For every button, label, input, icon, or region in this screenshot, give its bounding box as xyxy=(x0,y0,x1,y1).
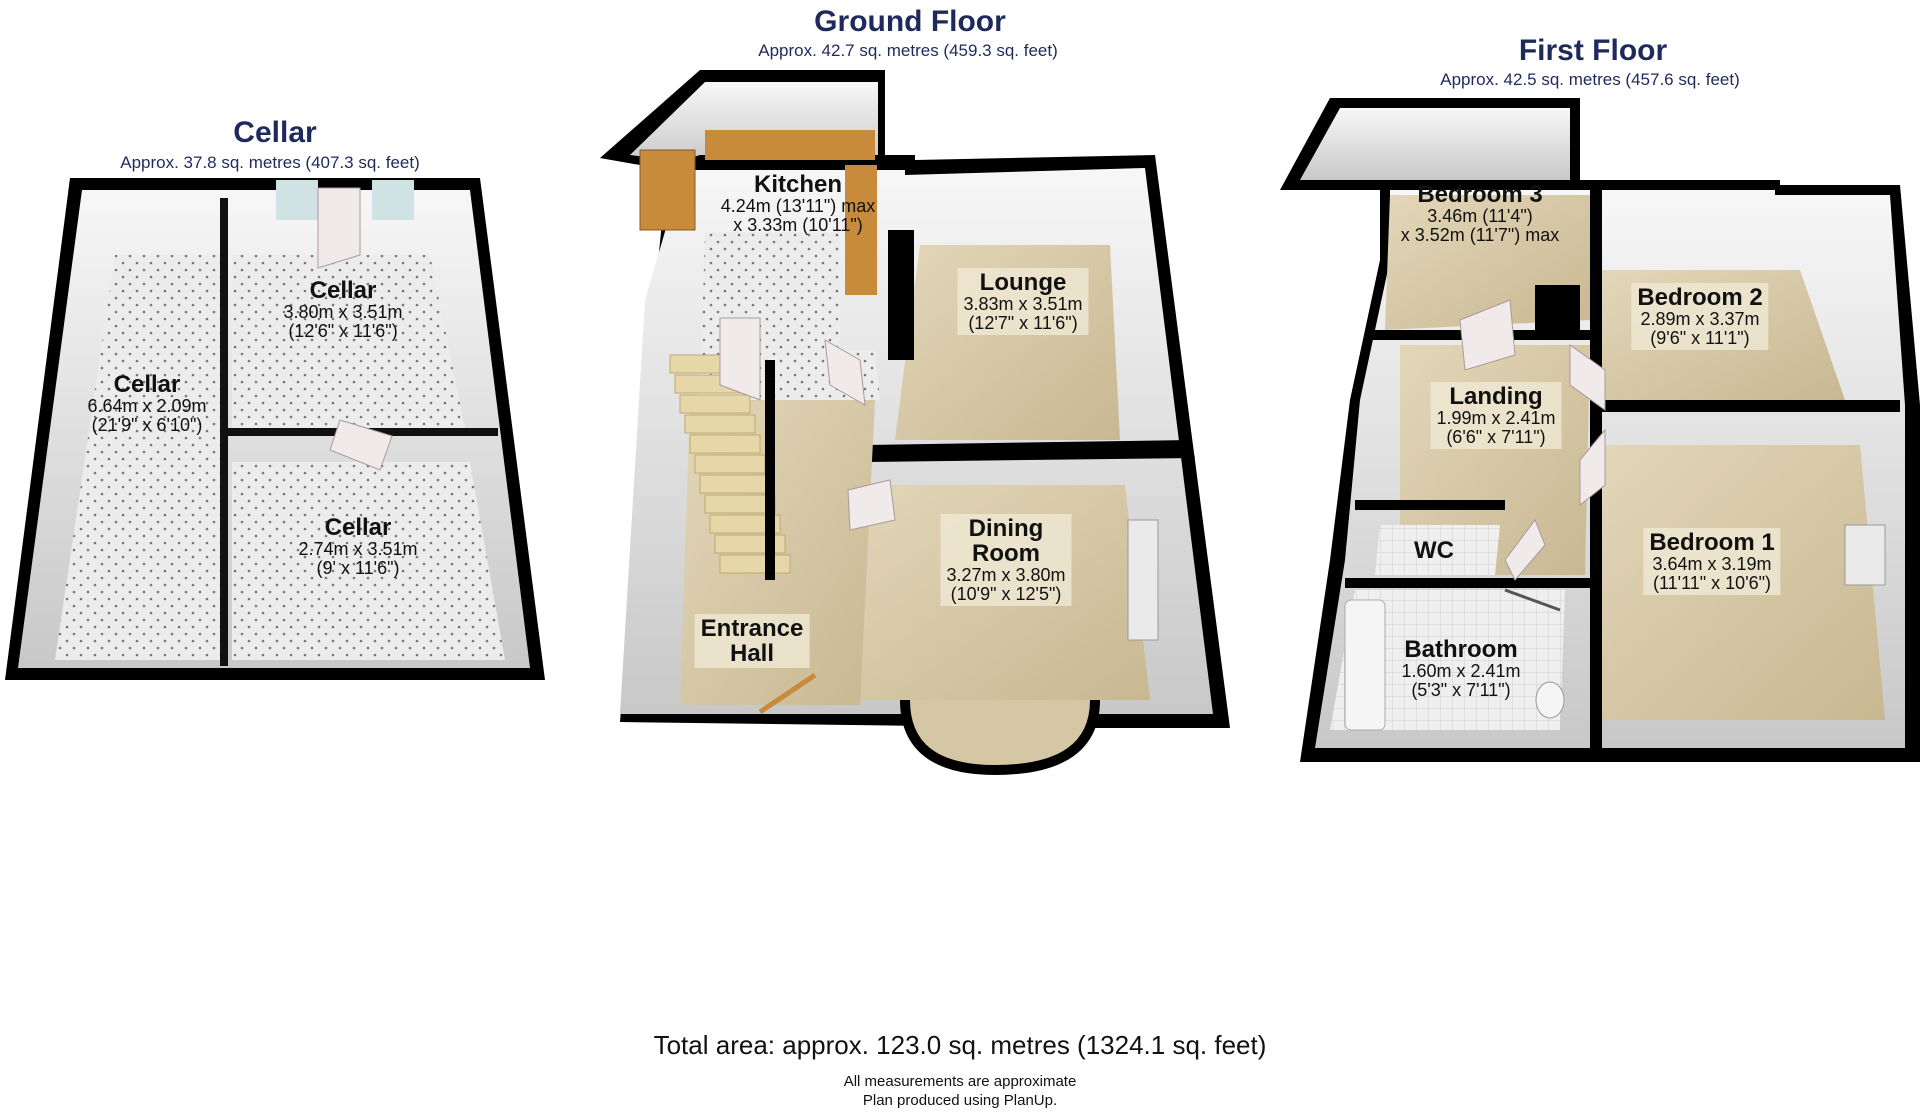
dining-bay-window xyxy=(900,699,1100,776)
cellar-window xyxy=(372,180,414,220)
room-name: Bedroom 3 xyxy=(1417,181,1543,208)
room-name: Bedroom 1 xyxy=(1649,529,1775,556)
room-label-wc: WC xyxy=(1414,538,1454,563)
ground-floor-title: Ground Floor xyxy=(814,5,1006,38)
room-label-entrance-hall: Entrance Hall xyxy=(694,614,810,669)
room-name: Landing xyxy=(1449,383,1543,410)
room-dimensions-imperial: x 3.33m (10'11") xyxy=(733,215,863,236)
room-dimensions-metric: 1.99m x 2.41m xyxy=(1436,408,1556,429)
first-floor-area: Approx. 42.5 sq. metres (457.6 sq. feet) xyxy=(1440,70,1740,89)
dining-chimney xyxy=(1127,519,1159,641)
plan-credit: Plan produced using PlanUp. xyxy=(862,1092,1058,1109)
ground-door xyxy=(847,479,896,531)
room-label-landing: Landing 1.99m x 2.41m (6'6" x 7'11") xyxy=(1430,382,1562,449)
room-label-cellar-a: Cellar 3.80m x 3.51m (12'6" x 11'6") xyxy=(283,278,402,341)
room-dimensions-metric: 3.83m x 3.51m xyxy=(963,294,1083,315)
room-label-lounge: Lounge 3.83m x 3.51m (12'7" x 11'6") xyxy=(957,268,1089,335)
first-partition-wall xyxy=(1345,578,1595,588)
room-dimensions-metric: 2.74m x 3.51m xyxy=(298,539,418,560)
toilet xyxy=(1535,681,1565,719)
first-door xyxy=(1504,518,1546,581)
lounge-chimney xyxy=(888,230,914,360)
room-dimensions-metric: 4.24m (13'11") max xyxy=(720,196,876,217)
room-name: Hall xyxy=(729,640,775,668)
kitchen-worktop xyxy=(705,130,875,160)
first-floor-plan xyxy=(1280,98,1920,762)
first-floor-title: First Floor xyxy=(1518,34,1668,67)
ground-door xyxy=(719,317,761,401)
measurement-disclaimer: All measurements are approximate xyxy=(843,1073,1077,1090)
bathroom-floor xyxy=(1330,590,1565,730)
room-dimensions-metric: 2.89m x 3.37m xyxy=(1640,309,1760,330)
kitchen-worktop xyxy=(845,165,877,295)
first-door xyxy=(1569,344,1606,411)
room-label-bathroom: Bathroom 1.60m x 2.41m (5'3" x 7'11") xyxy=(1401,637,1520,700)
room-dimensions-imperial: (9' x 11'6") xyxy=(316,558,400,579)
cellar-title: Cellar xyxy=(233,116,317,149)
room-dimensions-imperial: (12'7" x 11'6") xyxy=(968,313,1078,334)
room-name: Entrance xyxy=(700,615,804,642)
first-door xyxy=(1459,299,1516,371)
room-label-dining-room: Dining Room 3.27m x 3.80m (10'9" x 12'5"… xyxy=(940,514,1072,607)
room-dimensions-metric: 3.80m x 3.51m xyxy=(283,302,403,323)
room-dimensions-imperial: x 3.52m (11'7") max xyxy=(1400,225,1560,246)
cellar-door xyxy=(329,419,393,471)
cellar-door xyxy=(317,187,361,269)
room-name: Bathroom xyxy=(1404,636,1518,663)
room-name: Cellar xyxy=(324,514,392,541)
room-name: Bedroom 2 xyxy=(1637,284,1763,311)
cellar-partition-wall xyxy=(220,198,228,666)
room-dimensions-imperial: (21'9" x 6'10") xyxy=(91,415,203,436)
hall-stair-wall xyxy=(765,360,775,580)
bathroom-door xyxy=(1504,588,1561,612)
wc-floor xyxy=(1375,525,1500,575)
room-dimensions-imperial: (12'6" x 11'6") xyxy=(288,321,398,342)
room-name: Cellar xyxy=(309,277,377,304)
room-name: Lounge xyxy=(979,269,1067,296)
room-dimensions-imperial: (11'11" x 10'6") xyxy=(1652,573,1772,594)
front-door xyxy=(758,672,817,715)
room-dimensions-imperial: (5'3" x 7'11") xyxy=(1411,680,1511,701)
room-name: Room xyxy=(972,540,1040,568)
room-label-bedroom-3: Bedroom 3 3.46m (11'4") x 3.52m (11'7") … xyxy=(1401,182,1560,245)
room-name: Kitchen xyxy=(753,171,842,198)
first-bay-inner xyxy=(1300,108,1570,180)
ground-floor-area: Approx. 42.7 sq. metres (459.3 sq. feet) xyxy=(758,41,1058,60)
room-dimensions-metric: 3.46m (11'4") xyxy=(1427,206,1533,227)
cellar-floor-plan xyxy=(5,178,545,680)
bathtub xyxy=(1344,599,1386,731)
ground-door xyxy=(824,339,866,406)
room-dimensions-metric: 6.64m x 2.09m xyxy=(87,396,207,417)
room-name: WC xyxy=(1414,537,1454,564)
room-dimensions-imperial: (10'9" x 12'5") xyxy=(950,584,1062,605)
room-label-bedroom-2: Bedroom 2 2.89m x 3.37m (9'6" x 11'1") xyxy=(1631,283,1769,350)
first-door xyxy=(1579,428,1606,507)
bedroom-3-cupboard xyxy=(1535,285,1580,330)
room-name: Dining xyxy=(968,515,1044,542)
room-dimensions-imperial: (6'6" x 7'11") xyxy=(1446,427,1546,448)
first-partition-wall xyxy=(1355,500,1505,510)
room-label-kitchen: Kitchen 4.24m (13'11") max x 3.33m (10'1… xyxy=(721,172,876,235)
room-dimensions-imperial: (9'6" x 11'1") xyxy=(1650,328,1750,349)
room-dimensions-metric: 1.60m x 2.41m xyxy=(1401,661,1521,682)
room-dimensions-metric: 3.64m x 3.19m xyxy=(1652,554,1772,575)
cellar-top-floor xyxy=(232,255,465,428)
bedroom-1-chimney xyxy=(1844,524,1886,586)
first-partition-wall xyxy=(1600,400,1900,412)
room-name: Cellar xyxy=(113,371,181,398)
room-dimensions-metric: 3.27m x 3.80m xyxy=(946,565,1066,586)
total-area: Total area: approx. 123.0 sq. metres (13… xyxy=(653,1030,1267,1060)
room-label-bedroom-1: Bedroom 1 3.64m x 3.19m (11'11" x 10'6") xyxy=(1643,528,1781,595)
kitchen-cupboard xyxy=(639,149,696,231)
room-label-cellar-b: Cellar 6.64m x 2.09m (21'9" x 6'10") xyxy=(87,372,206,435)
cellar-window xyxy=(276,180,318,220)
ground-partition-wall xyxy=(865,440,1195,462)
cellar-left-floor xyxy=(55,255,220,660)
cellar-bottom-floor xyxy=(232,462,505,660)
room-label-cellar-c: Cellar 2.74m x 3.51m (9' x 11'6") xyxy=(298,515,417,578)
cellar-area: Approx. 37.8 sq. metres (407.3 sq. feet) xyxy=(120,153,420,172)
